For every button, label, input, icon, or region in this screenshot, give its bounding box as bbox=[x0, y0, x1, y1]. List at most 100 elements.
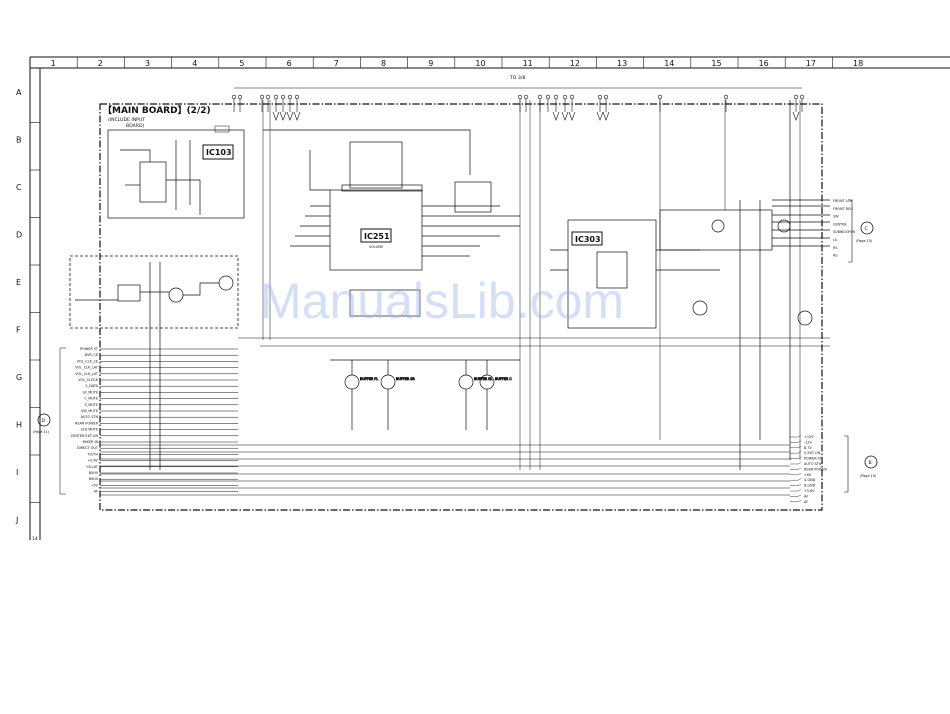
row-label: C bbox=[16, 183, 22, 192]
input-board-circuit bbox=[75, 262, 234, 470]
row-label: E bbox=[16, 278, 21, 287]
left-signal-lines bbox=[59, 347, 238, 495]
bus-terminal bbox=[569, 94, 575, 100]
right-bottom-label: +6V bbox=[804, 473, 812, 477]
row-label: G bbox=[16, 373, 22, 382]
right-bottom-label: REAR POWER bbox=[804, 467, 827, 471]
right-bottom-arrow bbox=[790, 435, 802, 438]
column-index-header bbox=[29, 57, 833, 68]
right-output-label: FRONT LCH bbox=[833, 199, 853, 203]
bus-arrow bbox=[602, 111, 610, 121]
right-bottom-label: B.GND bbox=[804, 484, 816, 488]
bus-arrow bbox=[568, 111, 576, 121]
right-bottom-arrow bbox=[790, 446, 802, 448]
bus-terminal bbox=[603, 94, 609, 100]
buffer-label: BUFFER FL bbox=[360, 377, 378, 381]
top-connector-bus bbox=[231, 87, 805, 121]
right-bottom-label: C.EXT-ON bbox=[804, 451, 821, 455]
left-signal-label: DIRECT OUT bbox=[77, 446, 99, 450]
bus-terminal bbox=[231, 94, 237, 100]
bus-terminal bbox=[799, 94, 805, 100]
right-bottom-label: +12V bbox=[804, 435, 814, 439]
bus-terminal bbox=[657, 94, 663, 100]
bus-terminal bbox=[287, 94, 293, 100]
bus-terminal bbox=[259, 94, 265, 100]
left-signal-label: C_MUTE bbox=[84, 397, 98, 401]
left-signal-label: VOL_CLK_LAT bbox=[75, 372, 99, 376]
bus-terminal bbox=[597, 94, 603, 100]
bus-terminal bbox=[553, 94, 559, 100]
right-bottom-label: +5.6V bbox=[804, 489, 815, 493]
row-label: H bbox=[16, 420, 22, 429]
bus-arrow bbox=[286, 111, 294, 121]
column-label: 4 bbox=[192, 59, 197, 68]
right-bottom-arrow bbox=[790, 467, 802, 470]
right-output-label: FRONT RCH bbox=[833, 207, 853, 211]
left-signal-label: S_MUTE bbox=[85, 403, 98, 407]
buffer-transistor bbox=[344, 374, 360, 390]
bus-arrow bbox=[293, 111, 301, 121]
bus-terminal bbox=[562, 94, 568, 100]
bus-terminal bbox=[537, 94, 543, 100]
sheet-frame bbox=[29, 56, 950, 540]
bus-arrow bbox=[561, 111, 569, 121]
right-output-label: SUBWOOFER bbox=[833, 230, 856, 234]
buffer-transistor bbox=[458, 374, 474, 390]
right-bottom-label: AUTO STN bbox=[804, 462, 822, 466]
svg-text:D: D bbox=[42, 418, 46, 424]
column-label: 7 bbox=[334, 59, 339, 68]
bus-terminal bbox=[793, 94, 799, 100]
bus-terminal bbox=[517, 94, 523, 100]
bus-terminal bbox=[545, 94, 551, 100]
left-bracket bbox=[59, 347, 66, 495]
buffer-transistor bbox=[380, 374, 396, 390]
left-signal-label: TO/TH bbox=[86, 452, 98, 456]
row-index-header bbox=[30, 122, 40, 503]
row-label: B bbox=[16, 135, 22, 144]
column-label: 13 bbox=[617, 59, 627, 68]
buffer-label: BUFFER C bbox=[495, 377, 512, 381]
connector-c-marker: C bbox=[860, 221, 874, 235]
bus-terminal bbox=[280, 94, 286, 100]
row-label: J bbox=[15, 515, 18, 524]
bus-terminal bbox=[273, 94, 279, 100]
vertical-bus-lines bbox=[262, 100, 801, 470]
bus-terminal bbox=[237, 94, 243, 100]
right-bottom-arrow bbox=[790, 478, 802, 481]
bus-terminal bbox=[265, 94, 271, 100]
right-bottom-label: -12V bbox=[804, 440, 813, 444]
right-bottom-arrow bbox=[790, 451, 802, 454]
right-bottom-arrow bbox=[790, 462, 802, 465]
left-signal-label: VOL_CLK_LAT bbox=[75, 366, 99, 370]
svg-text:B: B bbox=[869, 460, 872, 466]
column-label: 9 bbox=[428, 59, 433, 68]
column-label: 14 bbox=[664, 59, 674, 68]
left-signal-label: VOL_CLOCK bbox=[78, 378, 99, 382]
row-label: A bbox=[16, 88, 22, 97]
column-label: 8 bbox=[381, 59, 386, 68]
left-signal-label: SW_MUTE bbox=[81, 409, 98, 413]
right-bottom-arrow bbox=[790, 500, 802, 502]
bus-terminal bbox=[294, 94, 300, 100]
horizontal-bus-lines bbox=[100, 337, 830, 496]
bus-arrow bbox=[596, 111, 604, 121]
board-title: 【MAIN BOARD】(2/2) bbox=[103, 105, 211, 116]
left-signal-list: POWER STDVR_CEVOL_CLK_CEVOL_CLK_LATVOL_C… bbox=[71, 347, 99, 494]
right-bottom-label: POWER ST bbox=[804, 457, 823, 461]
main-board-outline bbox=[99, 103, 823, 511]
right-output-label: CENTER bbox=[833, 222, 847, 226]
ic303-label: IC303 bbox=[575, 235, 601, 244]
bus-arrow bbox=[552, 111, 560, 121]
buffer-label: BUFFER SR bbox=[396, 377, 415, 381]
row-label: I bbox=[16, 468, 18, 477]
left-signal-label: AF bbox=[94, 490, 98, 494]
right-bottom-arrow bbox=[790, 456, 802, 459]
left-signal-label: +5.6V bbox=[87, 459, 98, 463]
left-signal-label: MIXER IN bbox=[83, 440, 99, 444]
left-signal-label: +B.LAT bbox=[86, 465, 99, 469]
row-label: D bbox=[16, 230, 22, 239]
left-signal-label: VOL_CLK_CE bbox=[77, 359, 98, 363]
left-signal-label: AUTO STN bbox=[81, 415, 99, 419]
